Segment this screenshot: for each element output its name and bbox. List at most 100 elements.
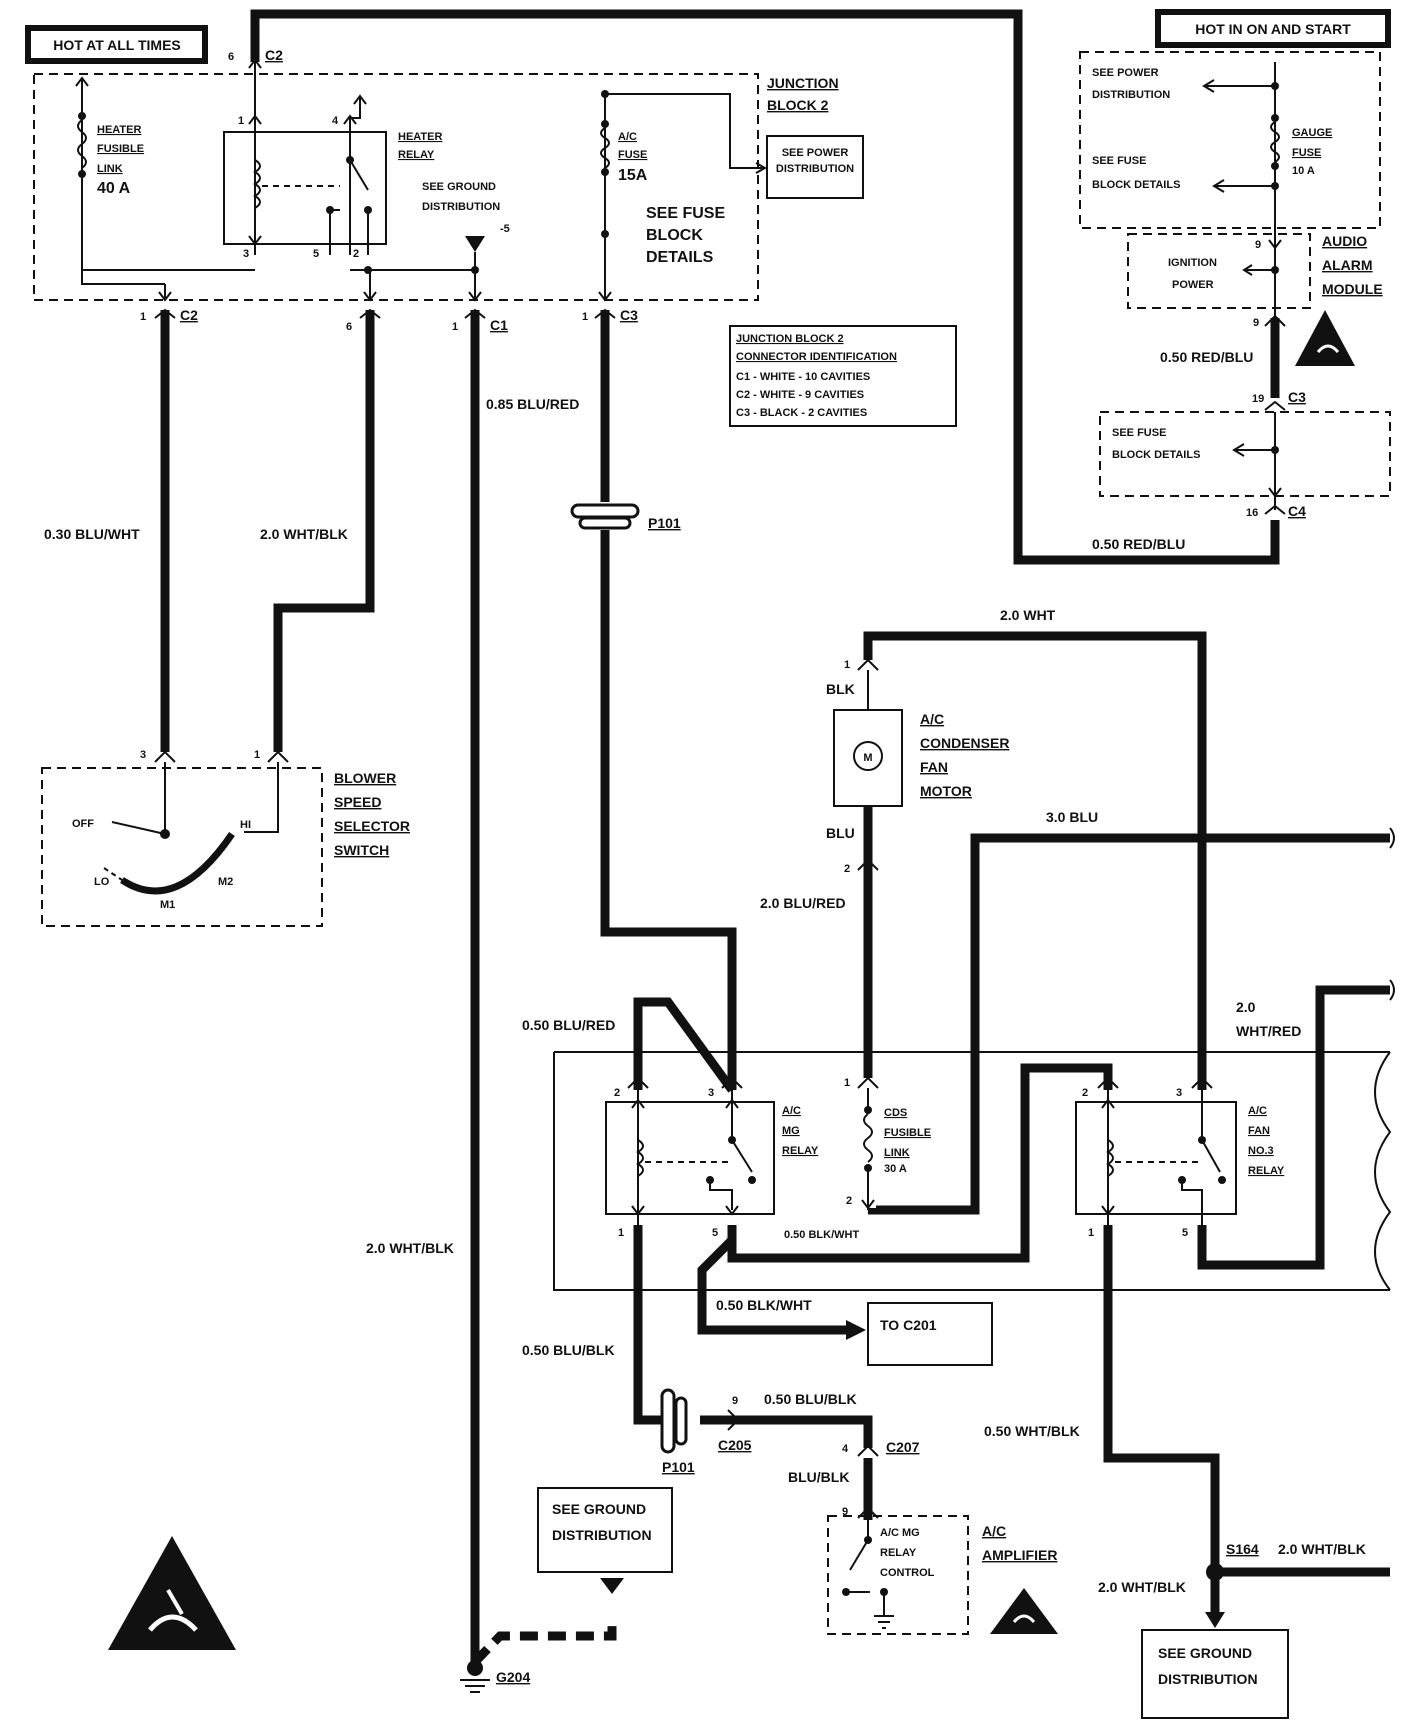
svg-text:SELECTOR: SELECTOR — [334, 818, 410, 834]
svg-text:CONDENSER: CONDENSER — [920, 735, 1009, 751]
see-ground-distribution-lower-right: SEE GROUND DISTRIBUTION — [1141, 1629, 1289, 1719]
heater-fusible-label-2: FUSIBLE — [97, 143, 144, 155]
svg-text:C1 - WHITE - 10 CAVITIES: C1 - WHITE - 10 CAVITIES — [736, 371, 870, 383]
wire-label-050-blured: 0.50 BLU/RED — [522, 1017, 615, 1033]
svg-text:2: 2 — [844, 863, 850, 875]
svg-text:C207: C207 — [886, 1439, 920, 1455]
svg-text:0.50 RED/BLU: 0.50 RED/BLU — [1160, 349, 1253, 365]
svg-text:30 A: 30 A — [884, 1163, 907, 1175]
esd-warning-icon-large — [108, 1536, 236, 1650]
blower-speed-selector-switch: 3 1 OFF HI LO M1 M2 BLOWER SPEED SELECTO… — [41, 749, 410, 927]
svg-text:RELAY: RELAY — [1248, 1165, 1285, 1177]
wire-30-blu — [868, 833, 1390, 1215]
svg-text:HI: HI — [240, 819, 251, 831]
ac-mg-relay: 2 3 1 5 A/C MG RELAY — [605, 1076, 819, 1239]
svg-text:SEE GROUND: SEE GROUND — [552, 1501, 646, 1517]
wire-20-whtblk-blower — [273, 310, 375, 752]
wire-label-30-blu: 3.0 BLU — [1046, 809, 1098, 825]
svg-text:CONNECTOR IDENTIFICATION: CONNECTOR IDENTIFICATION — [736, 351, 897, 363]
svg-text:3: 3 — [140, 749, 146, 761]
heater-fusible-label-3: LINK — [97, 163, 123, 175]
svg-text:16: 16 — [1246, 507, 1258, 519]
svg-text:2.0 BLU/RED: 2.0 BLU/RED — [760, 895, 846, 911]
svg-text:2: 2 — [614, 1087, 620, 1099]
svg-text:MG: MG — [782, 1125, 800, 1137]
svg-text:A/C: A/C — [1248, 1105, 1267, 1117]
see-fuse-block-label-2: BLOCK — [646, 227, 703, 244]
svg-text:1: 1 — [452, 321, 458, 333]
esd-warning-icon — [1295, 310, 1355, 366]
wire-label-050-blkwht-a: 0.50 BLK/WHT — [784, 1229, 859, 1241]
svg-text:P101: P101 — [648, 515, 681, 531]
hot-in-on-start-box: HOT IN ON AND START — [1155, 9, 1391, 48]
svg-text:FUSIBLE: FUSIBLE — [884, 1127, 931, 1139]
svg-text:MODULE: MODULE — [1322, 281, 1383, 297]
svg-text:LINK: LINK — [884, 1147, 910, 1159]
wire-20-whtred — [1197, 985, 1390, 1270]
svg-text:C3: C3 — [620, 307, 638, 323]
wire-label-050-blkwht-b: 0.50 BLK/WHT — [716, 1297, 812, 1313]
heater-fusible-label-1: HEATER — [97, 124, 141, 136]
svg-text:MOTOR: MOTOR — [920, 783, 972, 799]
svg-text:A/C MG: A/C MG — [880, 1527, 920, 1539]
svg-text:2.0 WHT/BLK: 2.0 WHT/BLK — [1098, 1579, 1186, 1595]
see-ground-dist-label-1: SEE GROUND — [422, 181, 496, 193]
jb2-connector-id-box: JUNCTION BLOCK 2 CONNECTOR IDENTIFICATIO… — [729, 325, 957, 427]
svg-text:6: 6 — [228, 51, 234, 63]
svg-text:BLK: BLK — [826, 681, 855, 697]
svg-text:A/C: A/C — [782, 1105, 801, 1117]
svg-text:A/C: A/C — [920, 711, 944, 727]
svg-text:SEE POWER: SEE POWER — [1092, 67, 1159, 79]
svg-text:BLU/BLK: BLU/BLK — [788, 1469, 849, 1485]
wire-label-085-blured: 0.85 BLU/RED — [486, 396, 579, 412]
p101-lower-connector: P101 9 C205 0.50 BLU/BLK — [660, 1388, 857, 1475]
svg-text:0.50 BLU/BLK: 0.50 BLU/BLK — [764, 1391, 857, 1407]
svg-text:M2: M2 — [218, 876, 233, 888]
relay-pin5: 5 — [313, 248, 319, 260]
svg-text:1: 1 — [582, 311, 588, 323]
svg-text:C2 - WHITE - 9 CAVITIES: C2 - WHITE - 9 CAVITIES — [736, 389, 864, 401]
svg-text:DISTRIBUTION: DISTRIBUTION — [1158, 1671, 1258, 1687]
svg-text:1: 1 — [1088, 1227, 1094, 1239]
svg-text:5: 5 — [1182, 1227, 1188, 1239]
connector-c207: 4 C207 BLU/BLK 9 — [788, 1439, 920, 1519]
svg-text:9: 9 — [1255, 239, 1261, 251]
wire-ground-dashed — [471, 1618, 617, 1666]
svg-text:JUNCTION BLOCK 2: JUNCTION BLOCK 2 — [736, 333, 844, 345]
svg-text:SEE FUSE: SEE FUSE — [1092, 155, 1146, 167]
svg-text:POWER: POWER — [1172, 279, 1214, 291]
wire-050-whtblk — [1103, 1225, 1220, 1618]
svg-text:FUSE: FUSE — [1292, 147, 1321, 159]
heater-fusible-rating: 40 A — [97, 180, 131, 197]
wire-050-blkwht-c201 — [697, 1236, 848, 1335]
svg-text:SEE FUSE: SEE FUSE — [1112, 427, 1166, 439]
wire-050-blublk-c205 — [700, 1415, 873, 1448]
connector-c2-top: 6 C2 — [228, 47, 283, 63]
svg-text:C3 - BLACK - 2 CAVITIES: C3 - BLACK - 2 CAVITIES — [736, 407, 867, 419]
wire-085-blured-lower — [600, 530, 737, 1090]
wire-label-20-whtred-1: 2.0 — [1236, 999, 1256, 1015]
hot-in-on-start-label: HOT IN ON AND START — [1195, 21, 1351, 37]
relay-block-box — [553, 1051, 1392, 1291]
svg-text:C3: C3 — [1288, 389, 1306, 405]
ac-fuse-label-1: A/C — [618, 131, 637, 143]
junction-block-label-2: BLOCK 2 — [767, 97, 829, 113]
svg-text:C2: C2 — [180, 307, 198, 323]
bottom-connectors: 1 C2 6 1 C1 1 C3 — [140, 307, 638, 333]
svg-text:2.0 WHT/BLK: 2.0 WHT/BLK — [1278, 1541, 1366, 1557]
svg-text:CDS: CDS — [884, 1107, 907, 1119]
svg-text:TO C201: TO C201 — [880, 1317, 937, 1333]
svg-text:5: 5 — [712, 1227, 718, 1239]
to-c201-box: TO C201 — [867, 1302, 993, 1366]
ground-ref: -5 — [500, 223, 510, 235]
wire-20-wht — [863, 631, 1207, 1090]
svg-text:SEE GROUND: SEE GROUND — [1158, 1645, 1252, 1661]
svg-text:RELAY: RELAY — [782, 1145, 819, 1157]
svg-text:C1: C1 — [490, 317, 508, 333]
svg-text:3: 3 — [1176, 1087, 1182, 1099]
svg-text:M: M — [863, 752, 872, 764]
audio-alarm-module: 9 IGNITION POWER AUDIO ALARM MODULE 9 0.… — [1127, 233, 1383, 365]
wire-050-blublk — [633, 1225, 680, 1425]
svg-text:4: 4 — [842, 1443, 849, 1455]
